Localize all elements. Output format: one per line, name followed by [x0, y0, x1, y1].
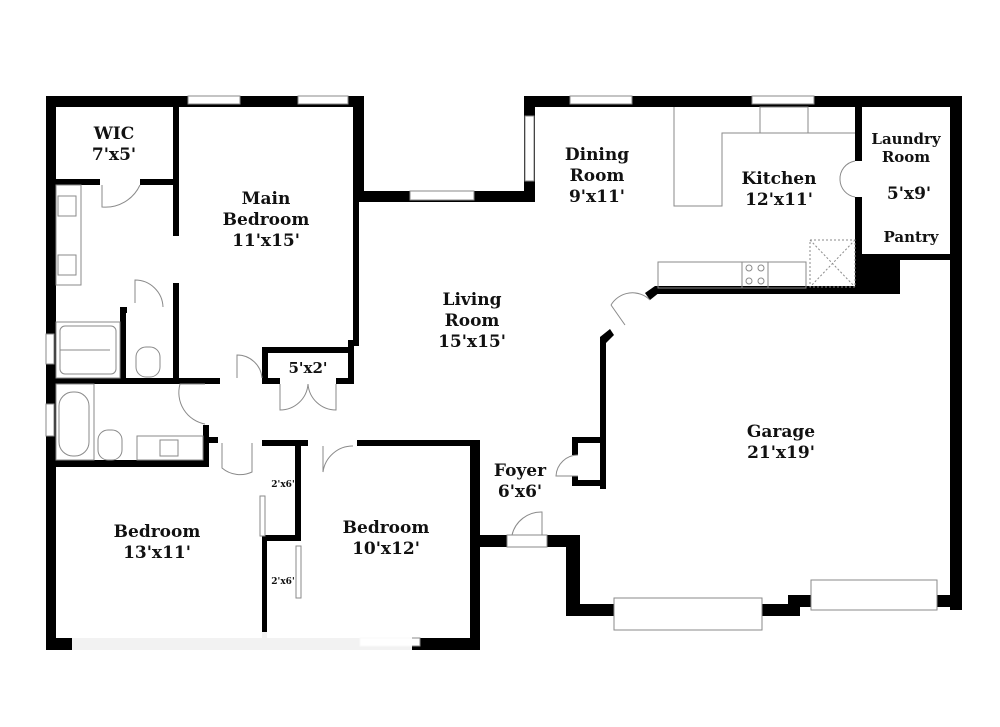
- room-dims: 10'x12': [352, 539, 420, 559]
- room-name: Room: [569, 166, 625, 186]
- room-label-closet-a: 2'x6': [271, 480, 295, 490]
- room-dims: 12'x11': [745, 190, 813, 210]
- room-label-hall-closet: 5'x2': [288, 359, 328, 377]
- room-name: Kitchen: [741, 169, 817, 189]
- room-label-dining-room: Dining Room 9'x11': [565, 145, 629, 208]
- room-name: Bedroom: [113, 522, 201, 542]
- room-label-living-room: Living Room 15'x15': [438, 290, 506, 353]
- room-dims: 9'x11': [568, 187, 626, 207]
- room-dims: 6'x6': [497, 482, 543, 502]
- doors: [101, 160, 856, 536]
- room-name: Foyer: [493, 461, 547, 481]
- room-dims: 21'x19': [747, 443, 815, 463]
- interior-walls: [56, 96, 952, 640]
- room-name: Dining: [564, 145, 630, 165]
- exterior-walls: [46, 96, 962, 650]
- room-name: Garage: [746, 422, 816, 442]
- fixtures: [55, 106, 856, 461]
- room-name: Laundry: [871, 130, 941, 148]
- room-dims: 7'x5': [91, 145, 137, 165]
- room-label-closet-b: 2'x6': [271, 577, 295, 587]
- room-label-bedroom-3: Bedroom 10'x12': [343, 518, 430, 560]
- room-label-garage: Garage 21'x19': [747, 422, 815, 464]
- room-name: WIC: [93, 124, 135, 144]
- room-name: Room: [881, 148, 931, 166]
- room-name: Bedroom: [222, 210, 310, 230]
- room-dims-laundry: 5'x9': [886, 184, 932, 204]
- room-name: Living: [442, 290, 502, 310]
- room-label-laundry-room: Laundry Room: [871, 130, 940, 166]
- room-name: Bedroom: [342, 518, 430, 538]
- room-dims: 13'x11': [123, 543, 191, 563]
- room-dims: 15'x15': [438, 332, 506, 352]
- room-label-kitchen: Kitchen 12'x11': [742, 169, 817, 211]
- room-label-bedroom-2: Bedroom 13'x11': [114, 522, 201, 564]
- room-label-pantry: Pantry: [883, 228, 939, 246]
- room-label-main-bedroom: Main Bedroom 11'x15': [223, 189, 310, 252]
- room-name: Main: [241, 189, 291, 209]
- windows: [45, 95, 938, 647]
- room-label-wic: WIC 7'x5': [92, 124, 136, 166]
- room-name: Room: [444, 311, 500, 331]
- watermark-overlay: [72, 632, 412, 654]
- room-dims: 11'x15': [232, 231, 300, 251]
- room-label-foyer: Foyer 6'x6': [494, 461, 546, 503]
